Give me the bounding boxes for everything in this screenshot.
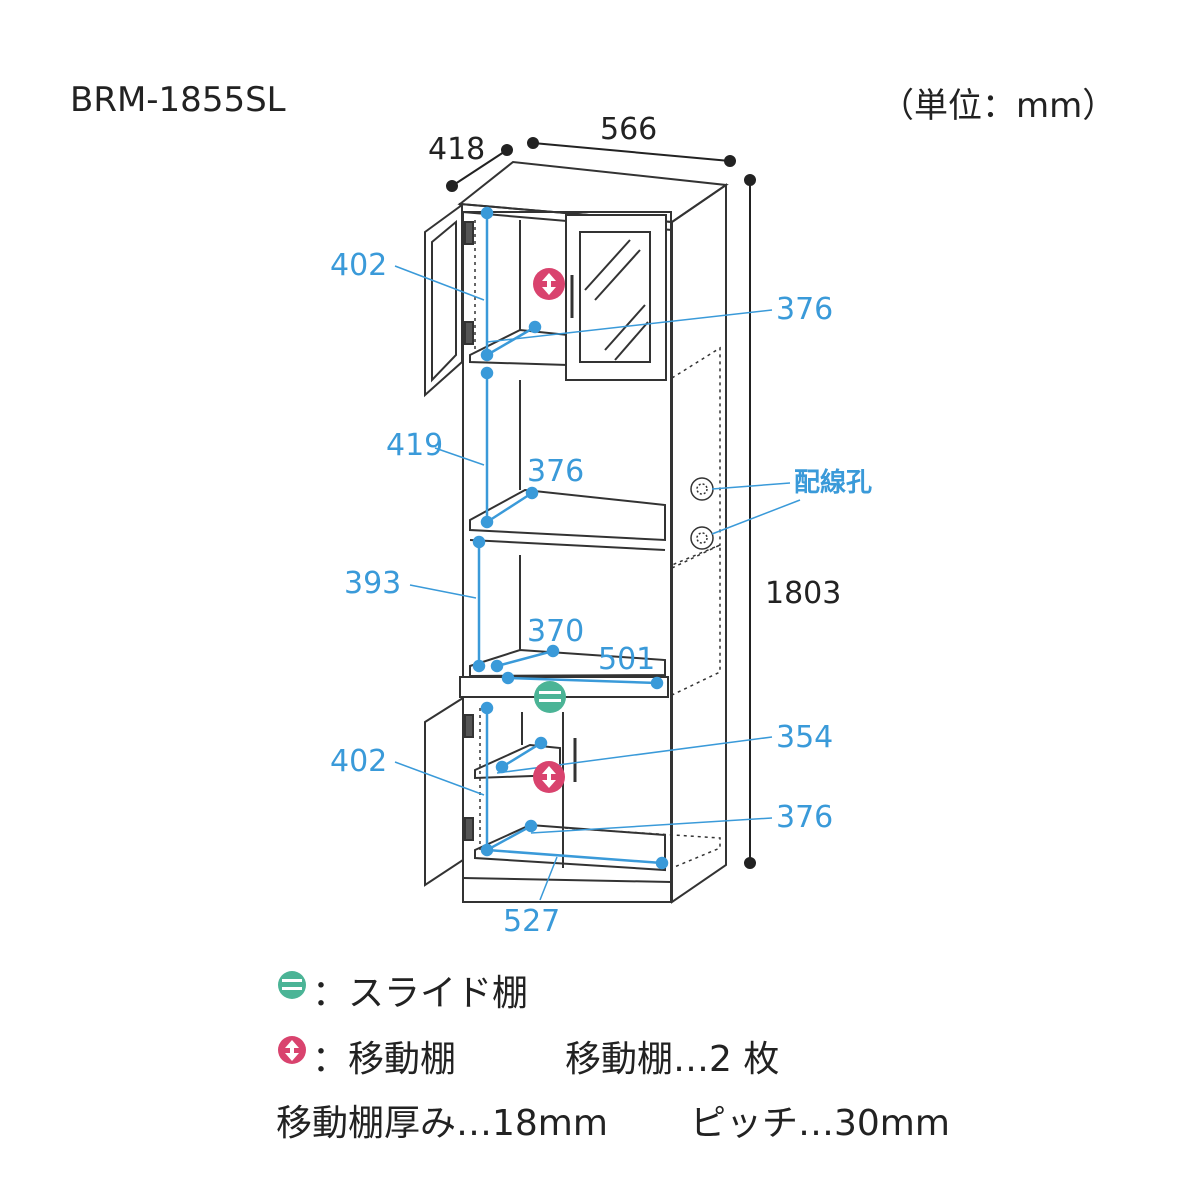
move-shelf-marker-upper <box>533 268 565 300</box>
legend-move-count: 移動棚…2 枚 <box>565 1039 780 1080</box>
open-shelf-width-label: 376 <box>527 454 585 489</box>
cabinet-outline <box>424 160 729 904</box>
lower-shelf-width-label: 354 <box>776 720 834 755</box>
upper-door-height-label: 402 <box>330 248 388 283</box>
legend-move-icon <box>278 1036 306 1064</box>
legend-thickness: 移動棚厚み…18mm <box>276 1103 608 1144</box>
back-dotted-panels <box>474 220 721 869</box>
open-height-label: 419 <box>386 428 444 463</box>
height-label: 1803 <box>765 576 842 611</box>
lower-door-height-label: 402 <box>330 744 388 779</box>
wiring-holes <box>690 477 714 550</box>
slide-shelf-depth-label: 370 <box>527 614 585 649</box>
move-shelf-marker-lower <box>533 761 565 793</box>
depth-label: 418 <box>428 132 486 167</box>
overall-dim-lines <box>446 137 756 869</box>
slide-shelf-width-label: 501 <box>598 642 656 677</box>
slide-shelf-marker <box>534 681 566 713</box>
inner-width-label: 527 <box>503 904 561 939</box>
model-name: BRM-1855SL <box>70 80 286 120</box>
legend-slide-icon <box>278 971 306 999</box>
inner-dim-lines <box>472 206 669 870</box>
legend-slide-label: ：スライド棚 <box>312 973 529 1014</box>
wiring-hole-label: 配線孔 <box>794 468 873 498</box>
unit-label: （単位：mm） <box>880 86 1117 126</box>
legend-pitch: ピッチ…30mm <box>690 1103 950 1144</box>
upper-shelf-width-label: 376 <box>776 292 834 327</box>
legend-move-label: ：移動棚 <box>312 1039 457 1080</box>
bottom-shelf-width-label: 376 <box>776 800 834 835</box>
width-label: 566 <box>600 112 658 147</box>
slide-space-height-label: 393 <box>344 566 402 601</box>
leader-lines <box>394 265 801 901</box>
